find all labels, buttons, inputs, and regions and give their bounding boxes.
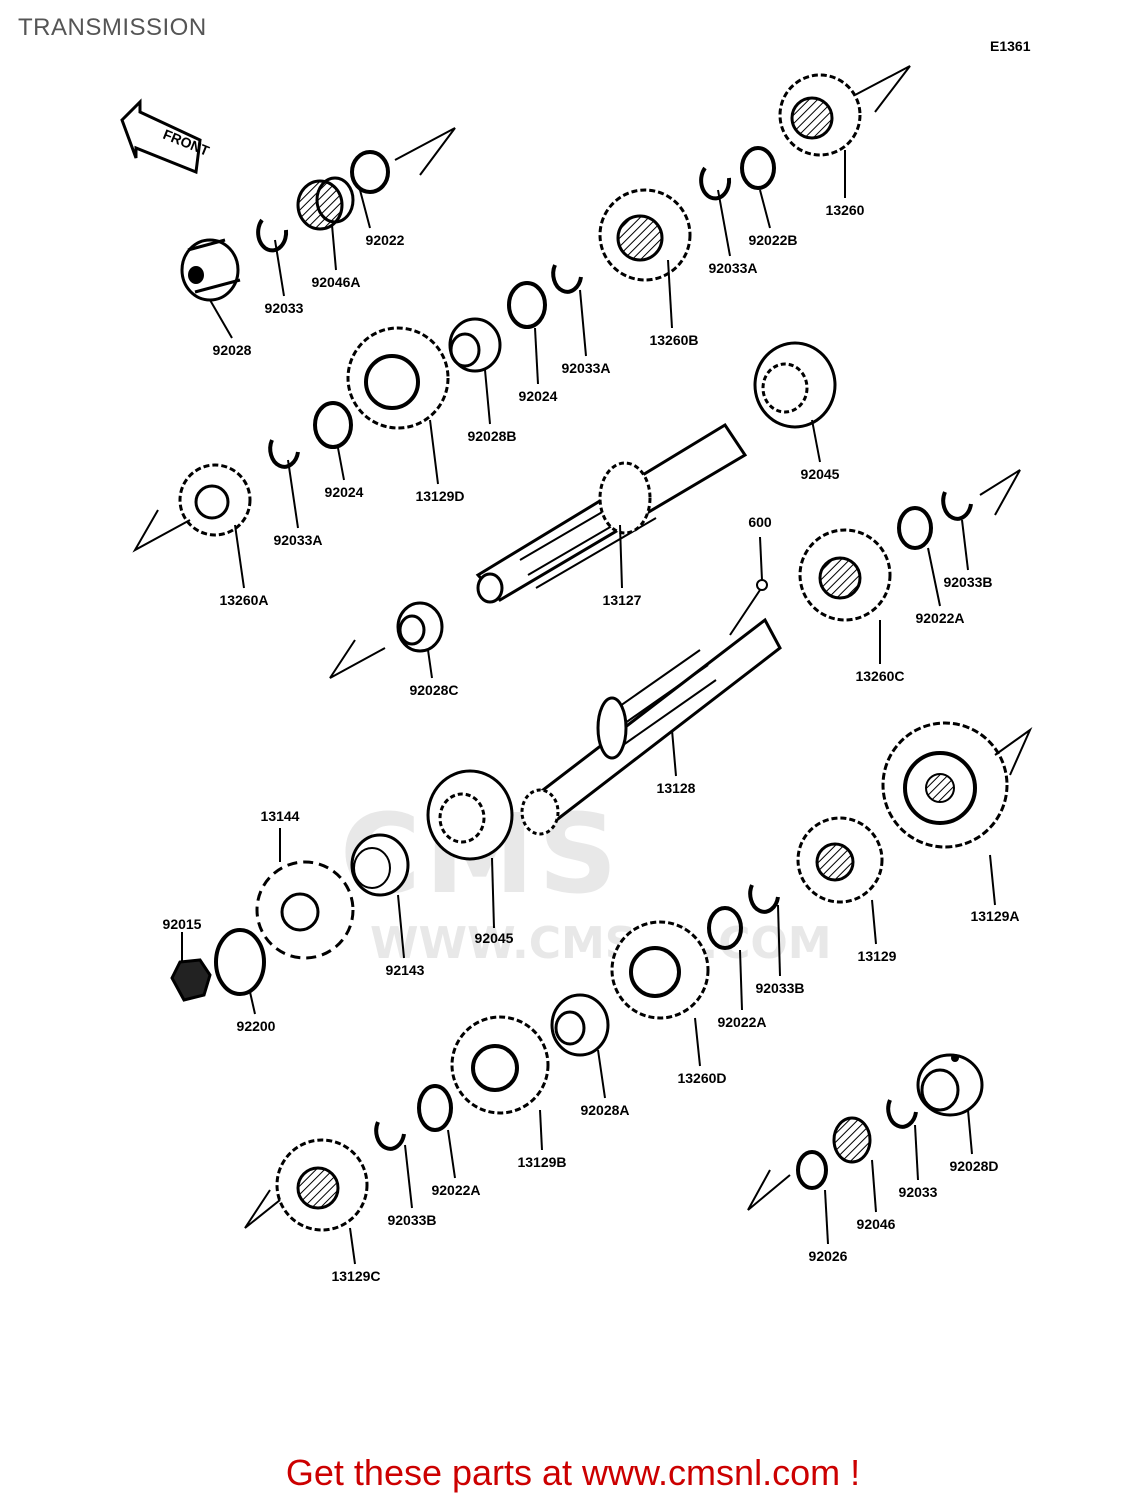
part-600-dot: [756, 579, 768, 591]
part-13260-gear: [778, 73, 862, 157]
part-92028C-bushing: [396, 601, 444, 653]
callout-label: 92033B: [755, 980, 805, 996]
callout-label: 92028: [212, 342, 252, 358]
part-92022A-washer: [897, 506, 933, 550]
callout-label: 92022A: [717, 1014, 767, 1030]
part-92200-washer: [214, 928, 266, 996]
callout-label: 13129D: [415, 488, 465, 504]
part-13260B-gear: [598, 188, 692, 282]
diagram-code: E1361: [990, 38, 1031, 54]
part-92033-circlip: [256, 218, 289, 253]
part-92033A-circlip-2: [551, 264, 583, 294]
part-92046-needle-bearing: [832, 1116, 872, 1164]
part-13144-sprocket: [255, 860, 355, 960]
part-13127-shaft: [475, 422, 748, 604]
part-92028-collar: [180, 238, 241, 302]
part-13129D-gear: [346, 326, 450, 430]
callout-label: 92033B: [943, 574, 993, 590]
part-92033B-circlip-3: [374, 1121, 406, 1151]
part-92024-washer: [507, 281, 547, 329]
part-13260C-gear: [798, 528, 892, 622]
callout-label: 92045: [474, 930, 514, 946]
footer-shop-link[interactable]: Get these parts at www.cmsnl.com !: [285, 1452, 861, 1493]
part-92015-nut: [170, 958, 212, 1002]
leader-lines: [181, 150, 996, 1265]
part-92022B-washer: [740, 146, 776, 190]
part-92028D-collar: [916, 1053, 984, 1117]
part-13129B-gear: [450, 1015, 550, 1115]
callout-label: 13129B: [517, 1154, 567, 1170]
callout-label: 92033: [264, 300, 304, 316]
callout-label: 13260: [825, 202, 865, 218]
callout-label: 92028D: [949, 1158, 999, 1174]
callout-label: 13260C: [855, 668, 905, 684]
callout-label: 92200: [236, 1018, 276, 1034]
callout-label: 13129: [857, 948, 897, 964]
callout-label: 92028A: [580, 1102, 630, 1118]
callout-label: 13128: [656, 780, 696, 796]
callout-label: 13127: [602, 592, 642, 608]
callout-label: 92143: [385, 962, 425, 978]
callout-label: 13260D: [677, 1070, 727, 1086]
callout-label: 92033A: [561, 360, 611, 376]
callout-label: 92028B: [467, 428, 517, 444]
callout-label: 92022A: [915, 610, 965, 626]
part-92028B-bushing: [448, 317, 502, 373]
callout-label: 92024: [324, 484, 364, 500]
page-title: TRANSMISSION: [18, 14, 207, 41]
part-92033B-circlip: [941, 491, 973, 521]
callout-label: 92046A: [311, 274, 361, 290]
part-92033A-circlip-3: [268, 439, 300, 469]
front-arrow-icon: FRONT: [120, 98, 212, 175]
part-13129A-gear: [881, 721, 1009, 849]
part-92024-washer-2: [313, 401, 353, 449]
callout-label: 600: [748, 514, 772, 530]
part-92045-bearing: [753, 341, 837, 429]
callout-label: 92033A: [708, 260, 758, 276]
callout-label: 92024: [518, 388, 558, 404]
part-92033-circlip-2: [886, 1099, 918, 1129]
part-92033B-circlip-2: [748, 884, 780, 914]
part-13129C-gear: [275, 1138, 369, 1232]
part-13260A-gear: [178, 463, 252, 537]
part-13129-gear: [796, 816, 884, 904]
callout-label: 92022B: [748, 232, 798, 248]
part-92143-collar: [350, 833, 410, 897]
callout-label: 13129C: [331, 1268, 381, 1284]
callout-label: 92045: [800, 466, 840, 482]
callout-label: 13144: [260, 808, 300, 824]
part-92022A-washer-3: [417, 1084, 453, 1132]
part-13260D-gear: [610, 920, 710, 1020]
callout-label: 92028C: [409, 682, 459, 698]
callout-label: 92046: [856, 1216, 896, 1232]
callout-label: 92033: [898, 1184, 938, 1200]
callout-label: 92033A: [273, 532, 323, 548]
part-92033A-circlip: [699, 166, 732, 201]
part-92022-washer: [350, 150, 390, 194]
callout-label: 92022A: [431, 1182, 481, 1198]
part-13128-shaft: [520, 617, 782, 836]
part-92028A-bushing: [550, 993, 610, 1057]
part-92045-bearing-2: [426, 769, 514, 861]
callout-label: 13260B: [649, 332, 699, 348]
part-92046A-needle-bearing: [296, 176, 355, 231]
callout-label: 92026: [808, 1248, 848, 1264]
shaft-axis-line: [394, 127, 456, 176]
callout-label: 13260A: [219, 592, 269, 608]
callout-label: 92022: [365, 232, 405, 248]
callout-label: 92015: [162, 916, 202, 932]
part-92022A-washer-2: [707, 906, 743, 950]
callout-label: 92033B: [387, 1212, 437, 1228]
callout-label: 13129A: [970, 908, 1020, 924]
watermark-url: WWW.CMSNL.COM: [370, 918, 832, 969]
part-92026-washer: [796, 1150, 828, 1190]
